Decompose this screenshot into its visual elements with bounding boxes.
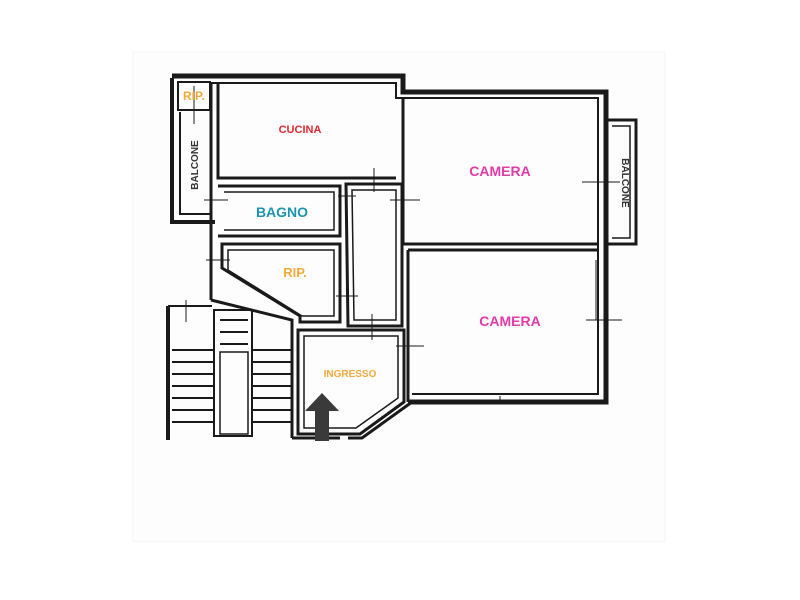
room-label-camera-top: CAMERA	[469, 163, 530, 179]
room-label-cucina: CUCINA	[279, 124, 322, 136]
walls	[166, 73, 638, 440]
room-label-rip-small: RIP.	[183, 89, 205, 103]
door-marks	[185, 86, 622, 404]
room-label-bagno: BAGNO	[256, 204, 308, 220]
room-label-camera-bottom: CAMERA	[479, 313, 540, 329]
room-label-ingresso: INGRESSO	[324, 369, 377, 380]
room-label-balcone-right: BALCONE	[619, 158, 630, 208]
room-label-rip-mid: RIP.	[283, 265, 307, 280]
room-label-balcone-left: BALCONE	[190, 140, 201, 190]
entrance-arrow-icon	[305, 393, 339, 441]
stair-steps	[172, 319, 292, 423]
